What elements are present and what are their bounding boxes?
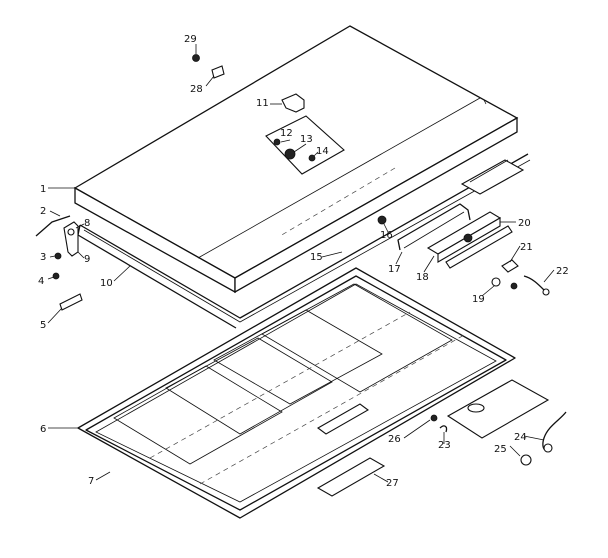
callout-12: 12 bbox=[280, 128, 293, 139]
hinge-rod bbox=[35, 215, 71, 237]
callout-17: 17 bbox=[388, 264, 401, 275]
part-29-screw bbox=[192, 54, 200, 62]
callout-labels: 1 2 3 4 5 6 7 8 9 10 11 12 13 14 15 16 1… bbox=[38, 34, 569, 489]
leader-lines bbox=[47, 44, 555, 483]
handle-latch bbox=[377, 203, 550, 296]
callout-4: 4 bbox=[38, 276, 44, 287]
hinge-bracket bbox=[63, 221, 79, 257]
part-17-handle bbox=[397, 203, 471, 251]
callout-2: 2 bbox=[40, 206, 46, 217]
hinge-screw bbox=[54, 252, 62, 260]
callout-15: 15 bbox=[310, 252, 323, 263]
liner-panel-1 bbox=[113, 365, 283, 465]
hinge-screw-lower bbox=[52, 272, 60, 280]
part-21-switch bbox=[501, 259, 519, 273]
callout-16: 16 bbox=[380, 230, 393, 241]
callout-1: 1 bbox=[40, 184, 46, 195]
part-26-screw bbox=[430, 414, 438, 422]
callout-28: 28 bbox=[190, 84, 203, 95]
part-23-clip bbox=[439, 425, 448, 433]
light-cover-plate bbox=[446, 379, 550, 439]
callout-11: 11 bbox=[256, 98, 269, 109]
liner-drain-slot bbox=[317, 403, 369, 435]
callout-7: 7 bbox=[88, 476, 94, 487]
callout-25: 25 bbox=[494, 444, 507, 455]
callout-5: 5 bbox=[40, 320, 46, 331]
part-27-plate bbox=[316, 457, 386, 497]
callout-19: 19 bbox=[472, 294, 485, 305]
callout-24: 24 bbox=[514, 432, 527, 443]
part-14-nut bbox=[308, 154, 316, 162]
liner-panel-4 bbox=[261, 283, 453, 393]
part-19-bulb bbox=[491, 277, 501, 287]
hinge-plate bbox=[59, 293, 83, 311]
callout-14: 14 bbox=[316, 146, 329, 157]
callout-20: 20 bbox=[518, 218, 531, 229]
callout-23: 23 bbox=[438, 440, 451, 451]
part-11-bracket bbox=[281, 93, 305, 113]
callout-22: 22 bbox=[556, 266, 569, 277]
callout-6: 6 bbox=[40, 424, 46, 435]
lid-right-face bbox=[234, 116, 518, 294]
callout-27: 27 bbox=[386, 478, 399, 489]
part-16-screw bbox=[377, 215, 387, 225]
callout-18: 18 bbox=[416, 272, 429, 283]
callout-3: 3 bbox=[40, 252, 46, 263]
part-28-bracket bbox=[211, 65, 225, 79]
callout-13: 13 bbox=[300, 134, 313, 145]
callout-29: 29 bbox=[184, 34, 197, 45]
callout-26: 26 bbox=[388, 434, 401, 445]
part-18-latch-housing bbox=[426, 211, 502, 255]
part-22-wire bbox=[523, 275, 545, 291]
cabinet-liner bbox=[77, 267, 516, 519]
cabinet-outer-frame bbox=[77, 267, 516, 519]
lid-assembly bbox=[73, 25, 531, 329]
callout-21: 21 bbox=[520, 242, 533, 253]
liner-panel-2 bbox=[165, 337, 333, 435]
part-25-bulb bbox=[520, 454, 532, 466]
hinge-parts bbox=[35, 215, 83, 311]
callout-8: 8 bbox=[84, 218, 90, 229]
part-12-washer bbox=[273, 138, 281, 146]
light-assembly bbox=[430, 379, 567, 466]
lid-label-plate bbox=[460, 159, 525, 195]
lid-gasket bbox=[79, 153, 529, 319]
callout-10: 10 bbox=[100, 278, 113, 289]
part-13-lock-cylinder bbox=[284, 148, 296, 160]
callout-9: 9 bbox=[84, 254, 90, 265]
